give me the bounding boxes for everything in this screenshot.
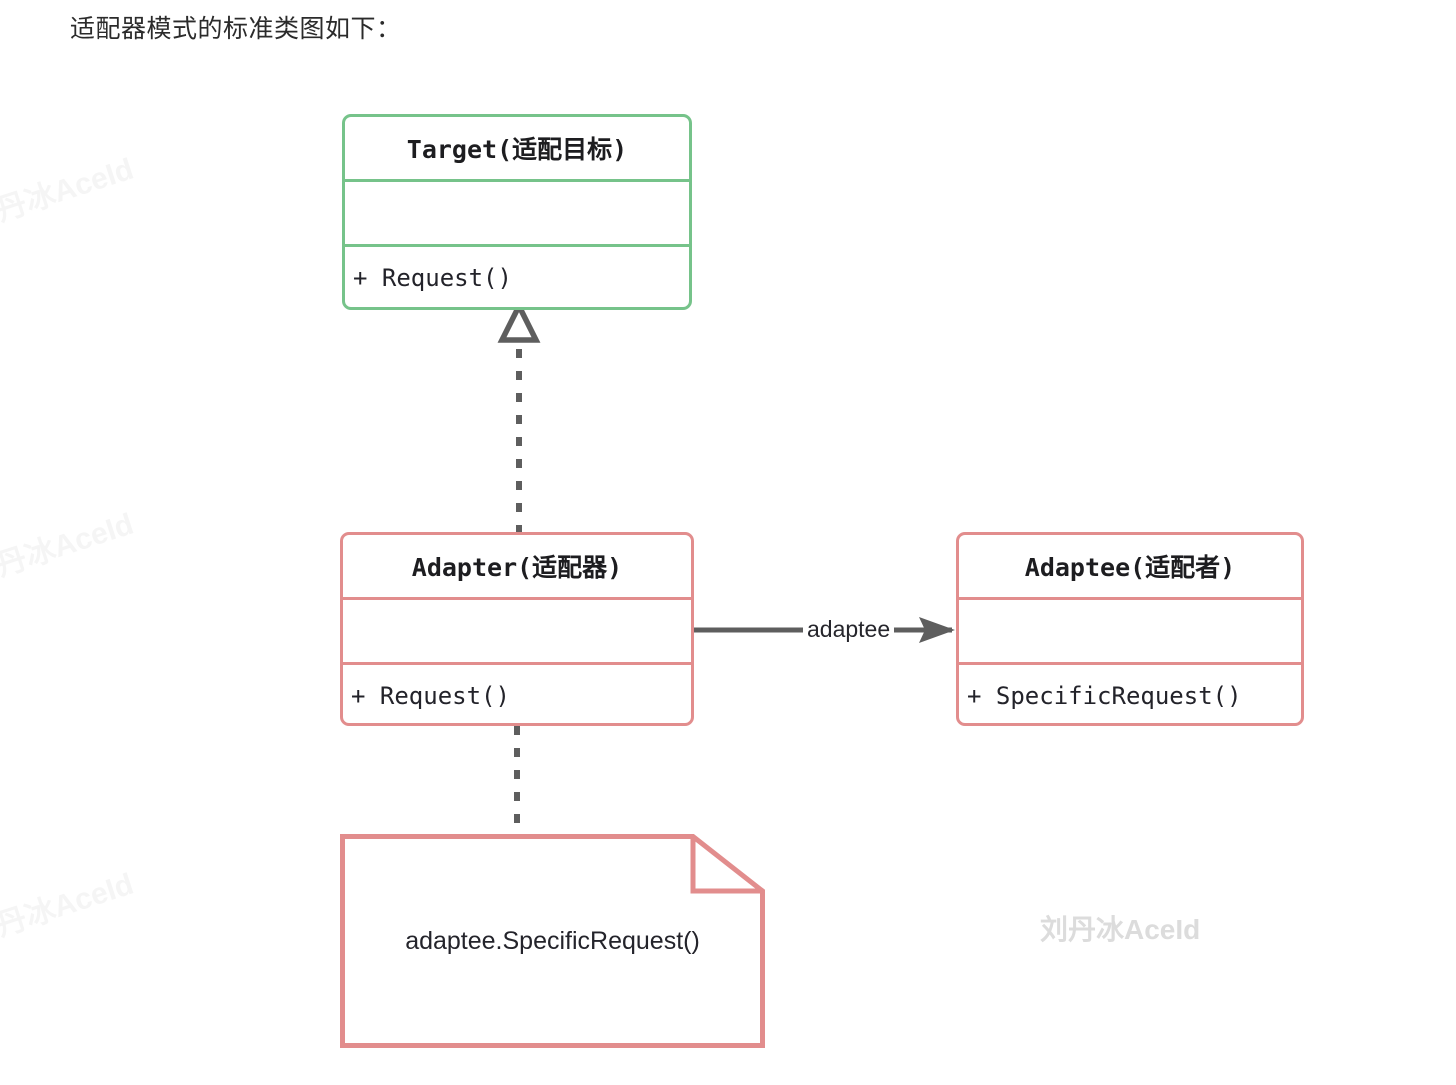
uml-class-adaptee-methods: + SpecificRequest() xyxy=(959,665,1301,723)
uml-divider xyxy=(343,597,691,600)
note-outline xyxy=(340,834,765,1048)
uml-class-adaptee-title: Adaptee(适配者) xyxy=(1024,553,1236,582)
hollow-triangle-arrowhead xyxy=(497,299,541,343)
uml-class-adaptee[interactable]: Adaptee(适配者) + SpecificRequest() xyxy=(956,532,1304,726)
uml-method: + SpecificRequest() xyxy=(967,682,1242,710)
uml-class-adapter[interactable]: Adapter(适配器) + Request() xyxy=(340,532,694,726)
uml-divider xyxy=(345,179,689,182)
uml-class-adapter-title: Adapter(适配器) xyxy=(411,553,623,582)
uml-divider xyxy=(343,662,691,665)
page-caption: 适配器模式的标准类图如下： xyxy=(70,15,402,43)
open-arrowhead xyxy=(919,617,955,643)
uml-class-adapter-methods: + Request() xyxy=(343,665,691,723)
uml-class-adaptee-attributes xyxy=(959,600,1301,662)
watermark-edge-2: 刘丹冰AceId xyxy=(0,507,138,593)
watermark-edge-1: 刘丹冰AceId xyxy=(0,152,138,238)
uml-divider xyxy=(959,597,1301,600)
watermark-main: 刘丹冰AceId xyxy=(1040,914,1201,945)
association-label-adaptee: adaptee xyxy=(803,616,895,643)
relation-realization-adapter-target xyxy=(497,299,541,534)
note-shape xyxy=(340,834,765,1048)
uml-method: + Request() xyxy=(353,264,512,292)
uml-method: + Request() xyxy=(351,682,510,710)
watermark-edge-3: 刘丹冰AceId xyxy=(0,867,138,953)
uml-class-adapter-attributes xyxy=(343,600,691,662)
uml-note-text: adaptee.SpecificRequest() xyxy=(405,926,700,955)
uml-note-adapter-body[interactable]: adaptee.SpecificRequest() xyxy=(340,834,765,1048)
uml-class-target-title: Target(适配目标) xyxy=(406,135,628,164)
uml-class-target-attributes xyxy=(345,182,689,244)
uml-divider xyxy=(959,662,1301,665)
uml-class-target-methods: + Request() xyxy=(345,247,689,307)
note-fold-icon xyxy=(690,836,763,894)
uml-divider xyxy=(345,244,689,247)
uml-class-target[interactable]: Target(适配目标) + Request() xyxy=(342,114,692,310)
